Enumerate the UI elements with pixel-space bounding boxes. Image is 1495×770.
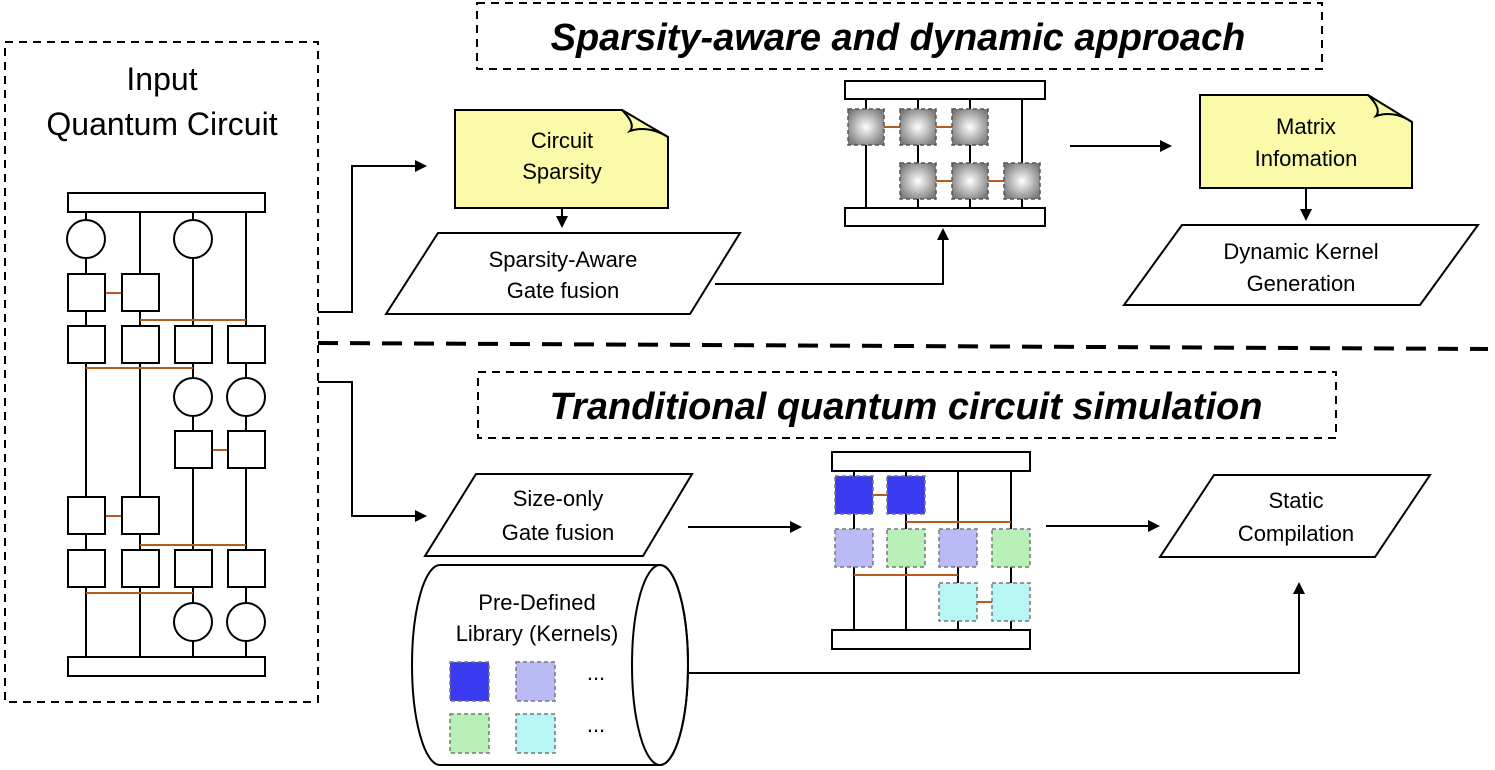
traditional-section: Tranditional quantum circuit simulation … — [411, 371, 1432, 766]
single-qubit-gate — [226, 377, 266, 417]
single-qubit-gate — [173, 219, 213, 259]
square-gate — [67, 549, 106, 588]
square-gate — [227, 549, 266, 588]
square-gate — [67, 325, 106, 364]
circuit-top-bar — [844, 80, 1046, 100]
library-kernel-green — [449, 713, 490, 754]
square-gate — [67, 273, 106, 312]
square-gate — [121, 496, 160, 535]
kernel-gate-light-blue — [834, 528, 874, 568]
library-kernel-light-blue — [515, 661, 556, 702]
single-qubit-gate — [226, 602, 266, 642]
note-shape — [454, 109, 669, 209]
square-gate — [121, 549, 160, 588]
single-qubit-gate — [173, 377, 213, 417]
square-gate — [121, 325, 160, 364]
traditional-fused-circuit — [831, 451, 1031, 650]
single-qubit-gate — [66, 219, 106, 259]
square-gate — [174, 430, 213, 469]
input-panel-border — [4, 41, 319, 703]
circuit-sparsity-note: Circuit Sparsity — [454, 109, 669, 209]
arrow-to-size-fusion — [318, 381, 427, 522]
circuit-top-bar — [831, 451, 1031, 472]
note-fold — [621, 109, 669, 138]
size-fusion-line1: Size-only — [513, 486, 603, 511]
library-ellipsis: ... — [587, 660, 605, 685]
fusion-shape — [384, 232, 742, 315]
sparsity-aware-fusion-box: Sparsity-Aware Gate fusion — [384, 232, 742, 315]
square-gate — [227, 430, 266, 469]
fused-gate — [951, 108, 989, 146]
sparse-fusion-line2: Gate fusion — [507, 278, 620, 303]
arrow-to-sparsity — [318, 160, 427, 313]
fused-gate — [1003, 162, 1041, 200]
dynamic-kernel-box: Dynamic Kernel Generation — [1122, 224, 1480, 306]
kernel-gate-green — [991, 528, 1031, 568]
circuit-bottom-bar — [844, 207, 1046, 227]
kernel-gate-green — [886, 528, 926, 568]
matrix-note-line2: Infomation — [1255, 146, 1358, 171]
sparse-title-box — [476, 2, 1323, 70]
sparsity-note-line2: Sparsity — [522, 159, 601, 184]
predefined-library-cylinder: Pre-Defined Library (Kernels) ... ... — [411, 564, 689, 766]
sparse-section: Sparsity-aware and dynamic approach Circ… — [384, 2, 1480, 315]
square-gate — [67, 496, 106, 535]
library-kernel-cyan — [515, 713, 556, 754]
matrix-info-note: Matrix Infomation — [1199, 94, 1413, 189]
square-gate — [227, 325, 266, 364]
circuit-bottom-bar — [67, 656, 266, 677]
size-fusion-line2: Gate fusion — [502, 520, 615, 545]
square-gate — [121, 273, 160, 312]
kernel-line2: Generation — [1247, 271, 1356, 296]
sparse-fusion-line1: Sparsity-Aware — [489, 247, 638, 272]
fused-gate — [899, 162, 937, 200]
input-title-line2: Quantum Circuit — [46, 106, 277, 142]
arrow-library-to-static — [688, 582, 1305, 674]
input-circuit — [66, 192, 266, 677]
input-panel: Input Quantum Circuit — [4, 41, 319, 703]
library-line1: Pre-Defined — [478, 590, 595, 615]
note-shape — [1199, 94, 1413, 189]
kernel-gate-dark-blue — [834, 475, 874, 515]
static-line2: Compilation — [1238, 521, 1354, 546]
kernel-gate-cyan — [938, 582, 978, 622]
fused-gate — [847, 108, 885, 146]
fused-gate — [899, 108, 937, 146]
library-kernel-dark-blue — [449, 661, 490, 702]
kernel-gate-cyan — [991, 582, 1031, 622]
static-shape — [1158, 474, 1432, 558]
kernel-shape — [1122, 224, 1480, 306]
cylinder-end — [631, 564, 689, 766]
section-divider — [317, 341, 1489, 351]
fusion-shape — [423, 473, 694, 557]
square-gate — [174, 549, 213, 588]
library-ellipsis: ... — [587, 712, 605, 737]
static-compilation-box: Static Compilation — [1158, 474, 1432, 558]
square-gate — [174, 325, 213, 364]
static-line1: Static — [1268, 488, 1323, 513]
fused-gate — [951, 162, 989, 200]
traditional-section-title: Tranditional quantum circuit simulation — [550, 386, 1263, 428]
sparsity-note-line1: Circuit — [531, 128, 593, 153]
kernel-line1: Dynamic Kernel — [1223, 239, 1378, 264]
note-fold — [1367, 94, 1413, 123]
kernel-gate-dark-blue — [886, 475, 926, 515]
circuit-bottom-bar — [831, 629, 1031, 650]
input-title-line1: Input — [126, 61, 197, 97]
size-only-fusion-box: Size-only Gate fusion — [423, 473, 694, 557]
library-line2: Library (Kernels) — [456, 621, 619, 646]
sparse-section-title: Sparsity-aware and dynamic approach — [551, 17, 1246, 59]
circuit-top-bar — [67, 192, 266, 213]
kernel-gate-light-blue — [938, 528, 978, 568]
matrix-note-line1: Matrix — [1276, 114, 1336, 139]
sparse-fused-circuit — [844, 80, 1046, 227]
arrow-fusion-to-circuit — [715, 228, 949, 285]
single-qubit-gate — [173, 602, 213, 642]
